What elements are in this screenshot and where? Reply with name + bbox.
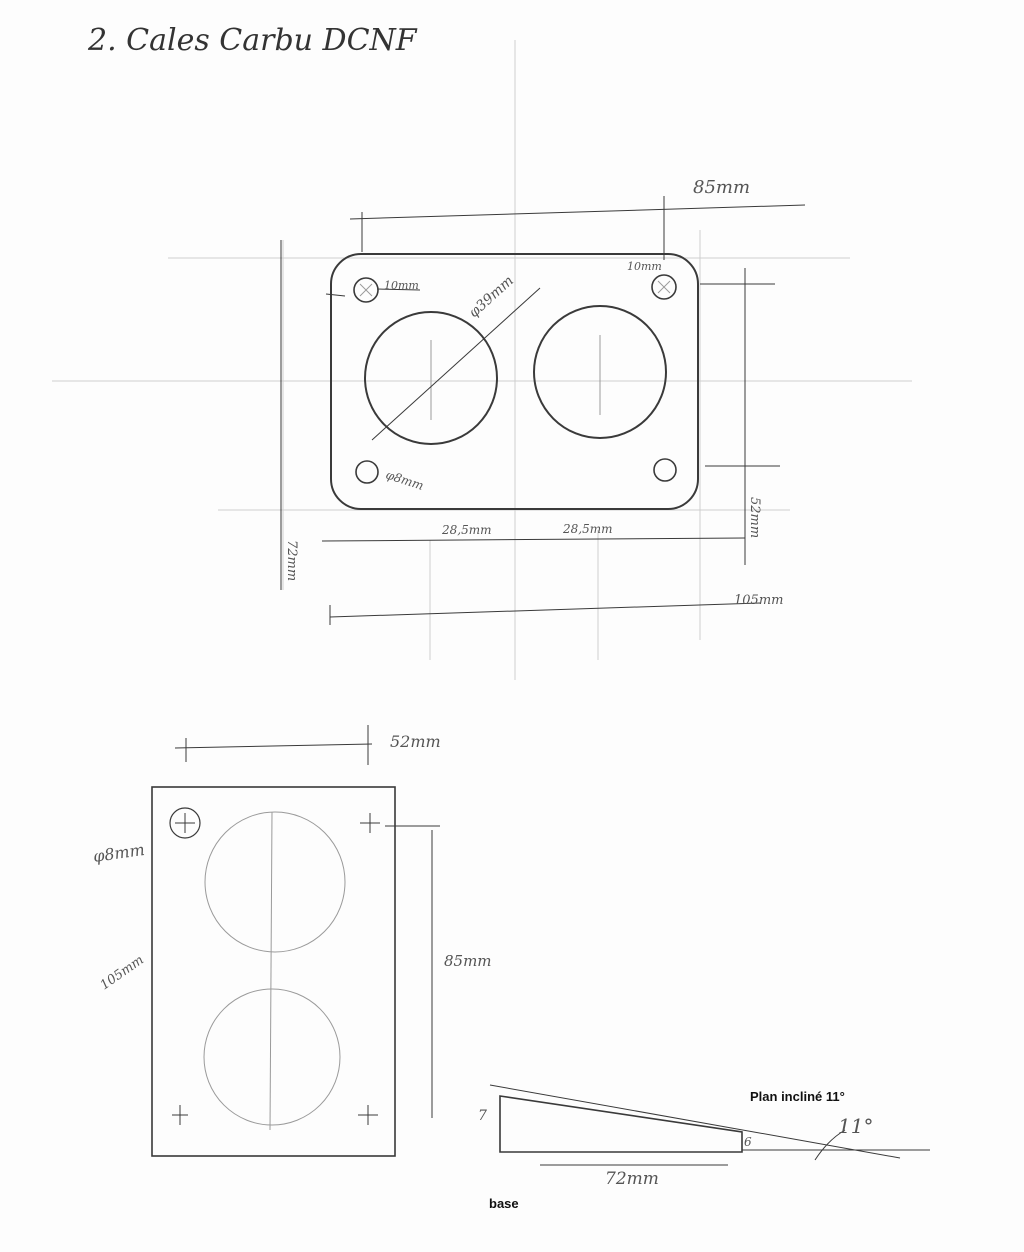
half-right-label: 28,5mm — [562, 522, 612, 536]
wedge-base-length-label: 72mm — [605, 1169, 659, 1189]
construction-lines — [52, 40, 912, 680]
bolt-hole-top-right — [651, 274, 677, 300]
side-bore-top — [204, 811, 346, 953]
side-hole-marker — [169, 807, 201, 839]
side-bore-bottom — [203, 988, 341, 1126]
wedge-profile — [489, 1084, 930, 1166]
total-width-label: 105mm — [734, 593, 783, 608]
drawing-title: 2. Cales Carbu DCNF — [87, 23, 418, 58]
side-spacing-label: 85mm — [444, 952, 492, 970]
incline-caption: Plan incliné 11° — [750, 1089, 845, 1104]
bore-left — [364, 311, 498, 445]
side-top-width-label: 52mm — [390, 732, 441, 751]
bolt-hole-top-left — [353, 277, 379, 303]
side-hole-label: φ8mm — [92, 840, 146, 866]
small-hole-label: φ8mm — [384, 468, 425, 493]
bolt-hole-bottom-right — [653, 458, 677, 482]
plate-outline — [330, 253, 699, 510]
bore-right — [533, 305, 667, 439]
side-length-label: 105mm — [98, 953, 147, 994]
side-plate-outline — [151, 786, 396, 1157]
bolt-right-label: 10mm — [627, 260, 662, 273]
wedge-left-height-label: 7 — [478, 1108, 487, 1124]
top-view — [280, 196, 806, 625]
top-width-label: 85mm — [693, 177, 750, 198]
side-view — [151, 725, 440, 1157]
wedge-angle-label: 11° — [838, 1114, 873, 1138]
half-left-label: 28,5mm — [441, 523, 491, 537]
bore-diameter-label: φ39mm — [466, 273, 517, 321]
base-caption: base — [489, 1196, 519, 1211]
height-right-label: 52mm — [747, 497, 762, 538]
bolt-hole-bottom-left — [355, 460, 379, 484]
wedge-right-height-label: 6 — [744, 1135, 752, 1149]
height-left-label: 72mm — [284, 540, 299, 581]
bolt-left-label: 10mm — [384, 279, 419, 292]
wedge-outline — [499, 1095, 743, 1153]
